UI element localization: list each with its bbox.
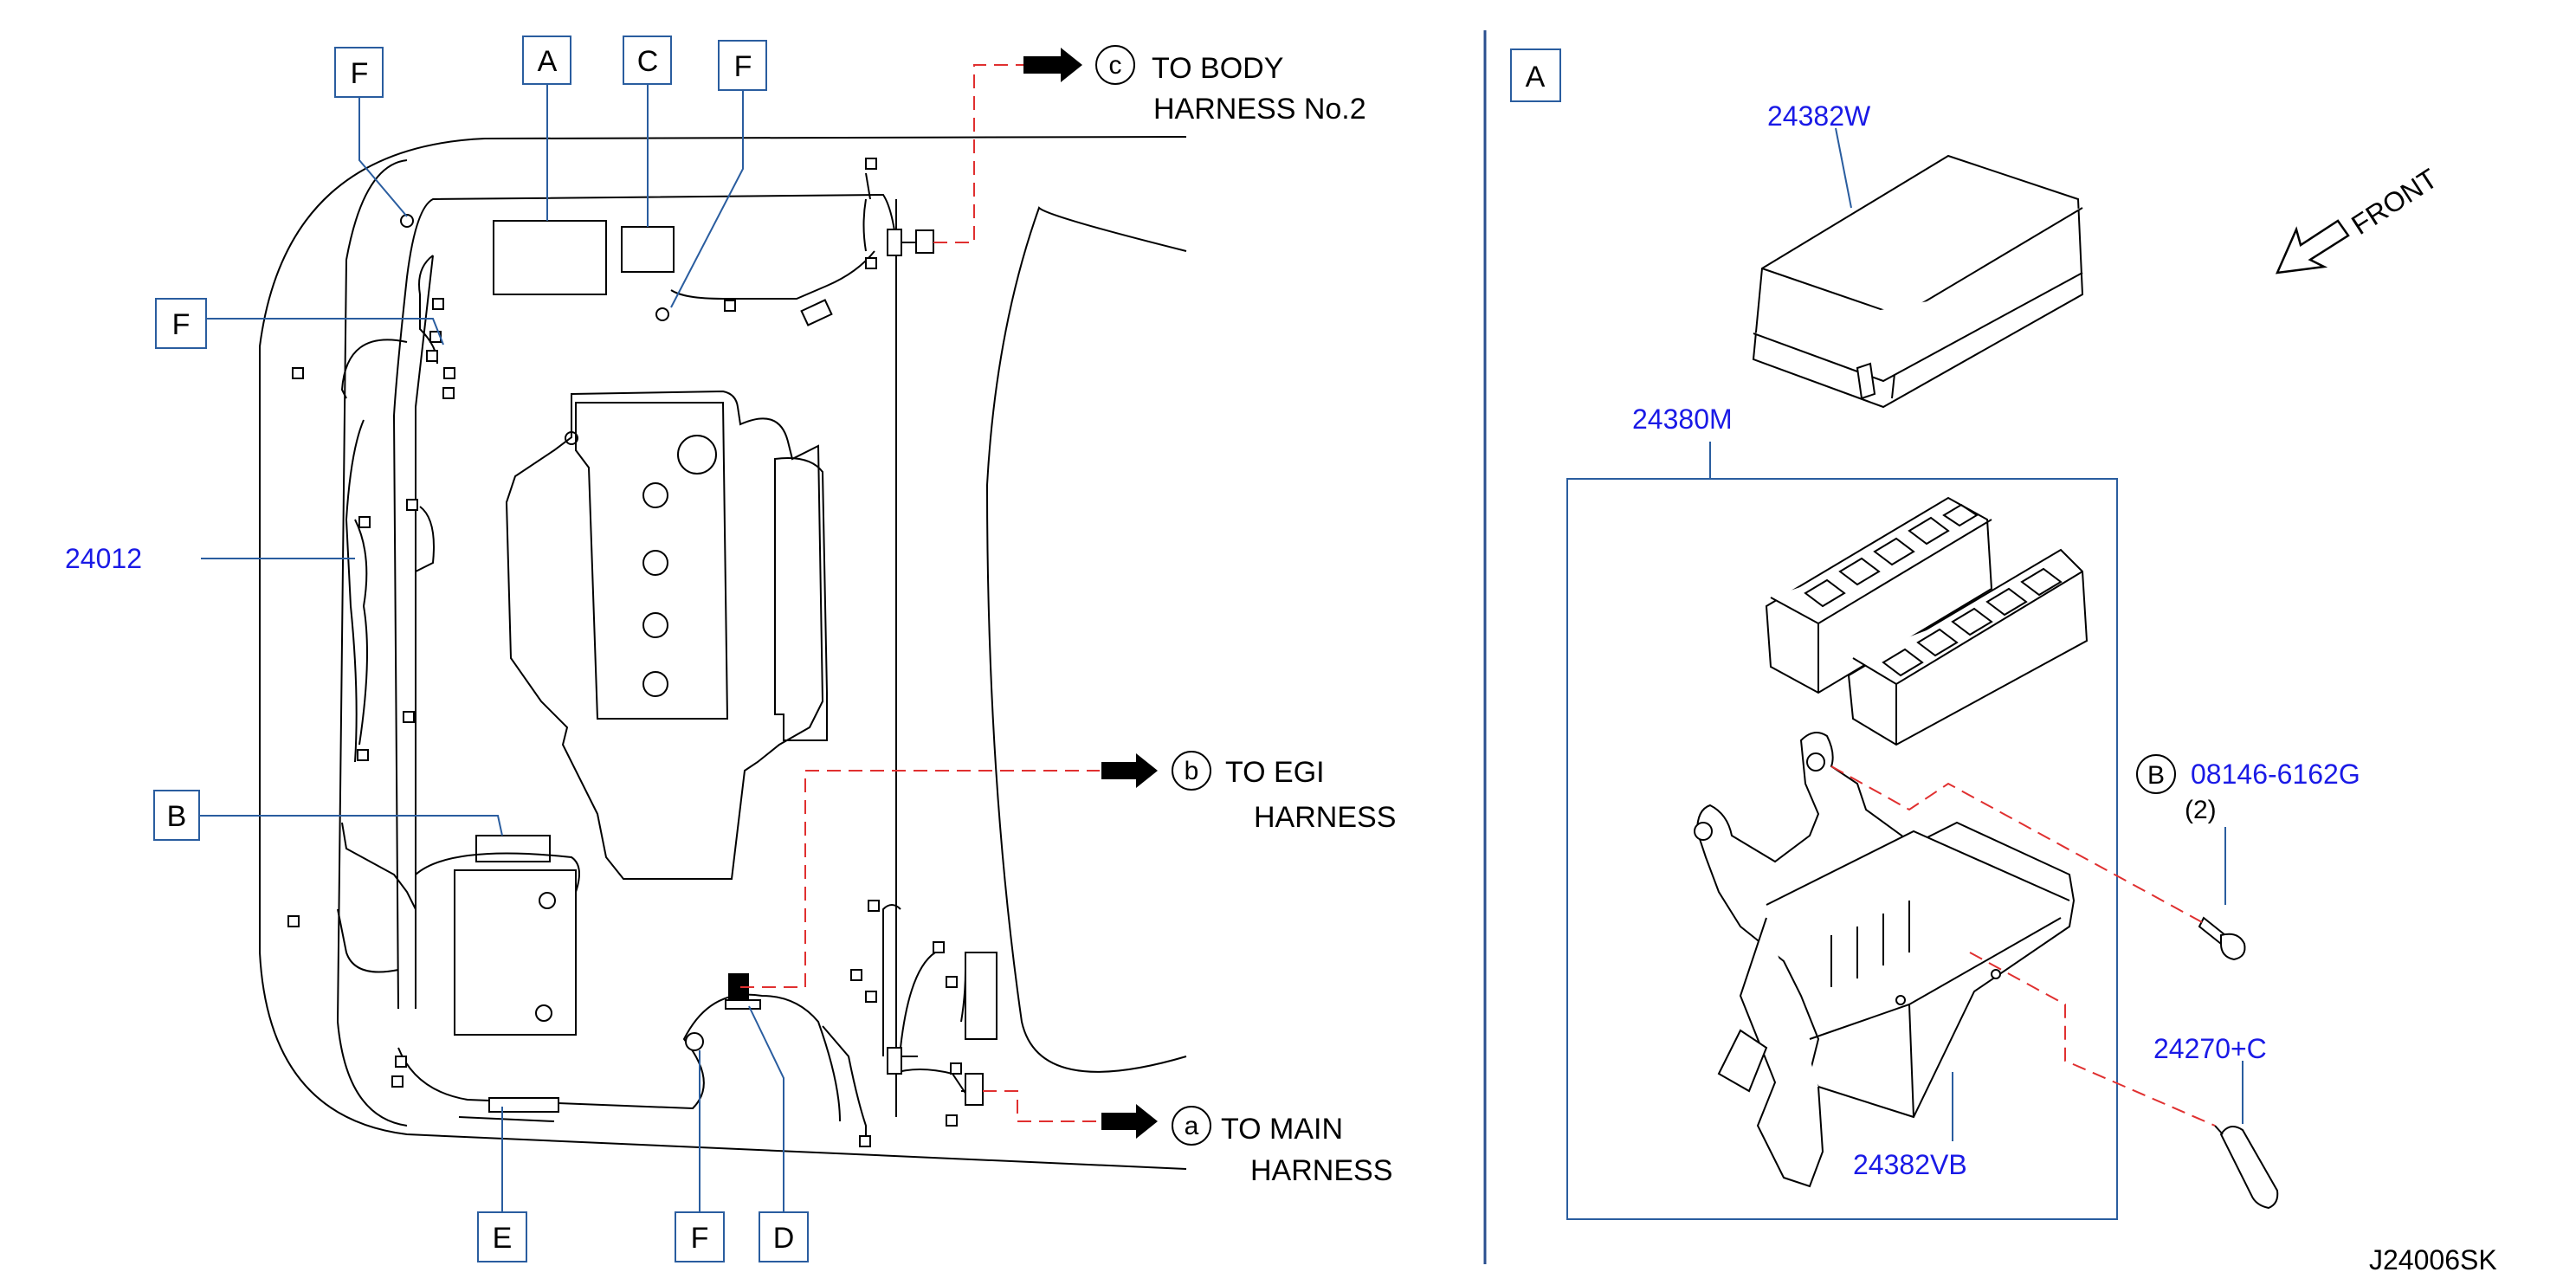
route-arrows xyxy=(1023,48,1158,1139)
route-circle-c: c xyxy=(1109,51,1122,80)
front-label: FRONT xyxy=(2346,163,2443,241)
callout-box-b xyxy=(153,790,200,841)
fuse-box-base xyxy=(1694,732,2076,1188)
part-number-harness: 24012 xyxy=(65,543,142,574)
route-circle-a: a xyxy=(1185,1112,1199,1140)
bolt-part xyxy=(2198,916,2246,961)
cover-part xyxy=(1752,154,2084,409)
callout-box-d xyxy=(759,1211,809,1262)
dashed-routes xyxy=(740,64,1100,1122)
callout-box-a xyxy=(522,36,571,85)
callout-box-f-left xyxy=(155,298,207,349)
engine-block xyxy=(505,390,828,880)
circle-b-bolt-label: B xyxy=(2147,761,2165,790)
part-number-cover: 24382W xyxy=(1767,100,1871,132)
callout-label-f: F xyxy=(734,50,752,83)
diagram-id: J24006SK xyxy=(2369,1244,2497,1275)
callout-box-f-top xyxy=(334,47,384,98)
dashed-clip xyxy=(1969,952,2216,1127)
route-circle-b: b xyxy=(1185,757,1199,785)
front-arrow-icon xyxy=(2275,219,2350,274)
callout-label-f: F xyxy=(351,57,369,90)
callout-box-c xyxy=(623,36,672,85)
route-main-line2: HARNESS xyxy=(1250,1154,1392,1187)
panel-a-box xyxy=(1510,48,1561,102)
part-number-bolt: 08146-6162G xyxy=(2191,759,2360,790)
connectors xyxy=(287,158,997,1147)
part-number-box-assy: 24380M xyxy=(1632,404,1733,435)
circle-b-bolt xyxy=(2136,754,2176,794)
arrow-icon xyxy=(1023,48,1082,82)
callout-label-b: B xyxy=(167,800,187,833)
arrow-icon xyxy=(1101,1104,1158,1139)
route-egi-line1: TO EGI xyxy=(1225,756,1325,789)
callout-boxes xyxy=(153,36,809,1262)
callout-label-f: F xyxy=(172,308,190,341)
leader-cover xyxy=(1835,127,1852,209)
callout-label-e: E xyxy=(493,1222,513,1255)
route-egi-line2: HARNESS xyxy=(1254,801,1396,834)
engine-room-outline xyxy=(259,136,1187,1170)
relay-blocks xyxy=(1765,496,2089,746)
callout-label-c: C xyxy=(637,45,659,78)
bolt-qty: (2) xyxy=(2185,796,2217,824)
clip-part xyxy=(2214,1125,2279,1210)
route-labels xyxy=(1095,45,1211,1146)
callout-box-e xyxy=(477,1211,527,1262)
callout-label-a: A xyxy=(538,45,558,78)
box-assy-frame xyxy=(1566,478,2118,1220)
route-main-line1: TO MAIN xyxy=(1221,1113,1343,1146)
dashed-bolt xyxy=(1830,765,2203,923)
route-body-line2: HARNESS No.2 xyxy=(1153,93,1366,126)
part-number-base: 24382VB xyxy=(1853,1149,1967,1180)
callout-leaders xyxy=(199,84,784,1212)
panel-a-label: A xyxy=(1526,61,1546,94)
part-number-clip: 24270+C xyxy=(2153,1033,2267,1064)
arrow-icon xyxy=(1101,753,1158,788)
harness-wiring xyxy=(337,172,978,1143)
callout-box-f-bottom xyxy=(675,1211,725,1262)
callout-label-d: D xyxy=(773,1222,795,1255)
callout-label-f: F xyxy=(691,1222,709,1255)
callout-box-f-top2 xyxy=(718,40,767,91)
battery xyxy=(454,835,577,1036)
route-body-line1: TO BODY xyxy=(1152,52,1283,85)
